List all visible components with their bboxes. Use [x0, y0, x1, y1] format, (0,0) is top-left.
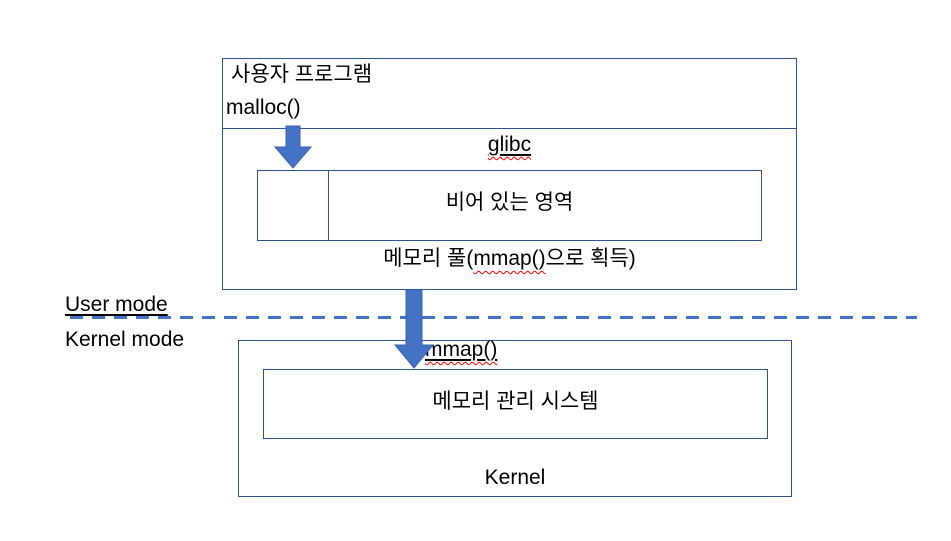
memory-management-system-label: 메모리 관리 시스템 [432, 390, 599, 413]
glibc-label: glibc [222, 132, 797, 158]
kernel-mode-label: Kernel mode [65, 328, 185, 351]
kernel-caption: Kernel [484, 466, 546, 489]
memory-pool-box [257, 170, 762, 241]
memory-management-system-box [263, 369, 768, 439]
malloc-call-label: malloc() [226, 96, 301, 119]
memory-pool-cell-divider [328, 170, 329, 241]
memory-pool-caption: 메모리 풀(mmap()으로 획득) [222, 246, 797, 272]
user-mode-label: User mode [65, 292, 168, 318]
user-box-divider-line [222, 128, 797, 129]
user-program-label: 사용자 프로그램 [231, 63, 373, 86]
pool-caption-mmap: mmap() [473, 247, 546, 270]
pool-caption-suffix: 으로 획득) [545, 247, 636, 270]
mmap-syscall-label-text: mmap() [425, 338, 498, 361]
mmap-syscall-label: mmap() [425, 337, 497, 363]
mode-boundary-dashed-line [70, 316, 917, 319]
user-mode-label-text: User mode [65, 293, 168, 316]
pool-caption-prefix: 메모리 풀( [383, 247, 474, 270]
glibc-label-text: glibc [487, 133, 532, 156]
kernel-box [238, 340, 792, 497]
user-program-box [222, 58, 797, 290]
empty-area-label: 비어 있는 영역 [445, 191, 574, 214]
